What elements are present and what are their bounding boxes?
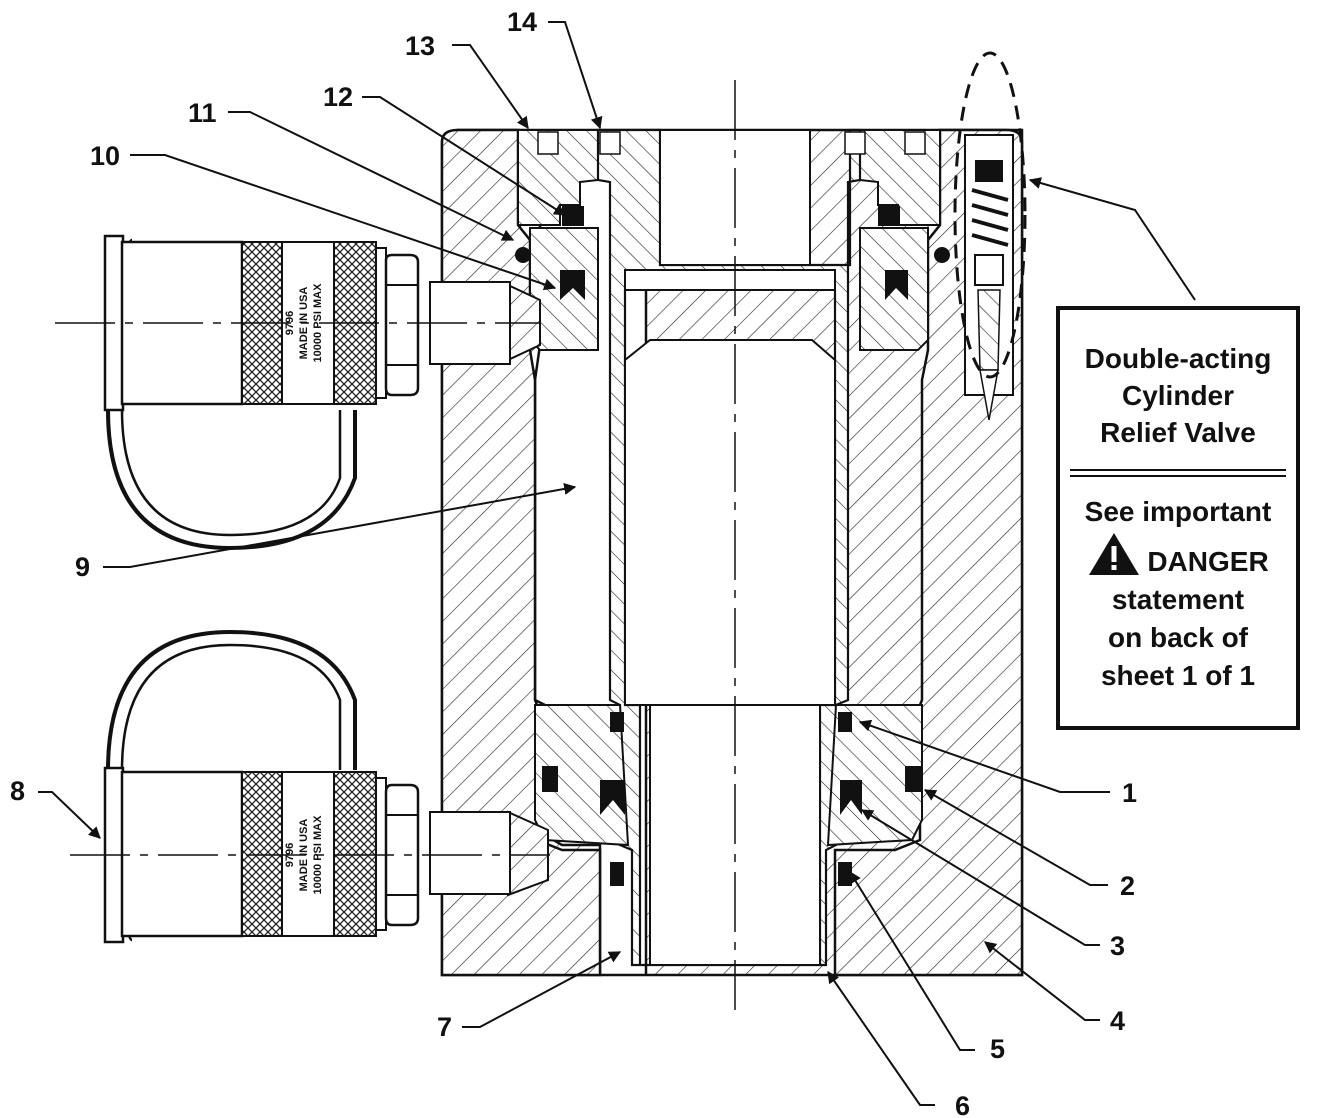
warning-triangle-icon [1089,533,1140,575]
note-rest-line-3: sheet 1 of 1 [1100,660,1256,691]
relief-valve-highlight [953,51,1027,379]
center-lines [55,80,736,1010]
callout-8: 8 [10,776,25,806]
callout-13: 13 [405,31,435,61]
note-title-line-1: Double-acting [1084,343,1272,374]
callout-1: 1 [1122,778,1137,808]
callout-11: 11 [188,98,217,128]
callout-9: 9 [75,552,90,582]
ports [429,281,549,897]
callout-10: 10 [90,141,120,171]
callout-2: 2 [1120,871,1135,901]
leader-lines [38,21,1196,1106]
callout-5: 5 [990,1034,1005,1064]
callout-7: 7 [437,1012,452,1042]
coupler-bottom: 9796 MADE IN USA 10000 PSI MAX [103,629,420,944]
note-see: See important [1084,496,1272,527]
set-screws [537,131,926,155]
note-title-line-2: Cylinder [1121,380,1235,411]
callout-3: 3 [1110,931,1125,961]
callout-4: 4 [1110,1006,1125,1036]
callout-6: 6 [955,1091,970,1118]
callout-12: 12 [323,82,353,112]
relief-valve-note: Double-acting Cylinder Relief Valve See … [1056,306,1300,730]
callout-numbers: 1 2 3 4 5 6 7 8 9 10 11 12 13 14 [10,7,1137,1118]
upper-seals [515,206,950,300]
note-rest-line-2: on back of [1107,622,1248,653]
note-divider [1070,469,1286,477]
note-title-line-3: Relief Valve [1100,417,1256,448]
callout-14: 14 [507,7,537,37]
fitting-top-line2: 10000 PSI MAX [312,283,324,363]
note-danger: DANGER [1147,546,1269,577]
relief-valve [953,51,1027,421]
piston-head [534,704,923,886]
note-rest-line-1: statement [1111,584,1245,615]
coupler-top: 9796 MADE IN USA 10000 PSI MAX [103,234,420,551]
